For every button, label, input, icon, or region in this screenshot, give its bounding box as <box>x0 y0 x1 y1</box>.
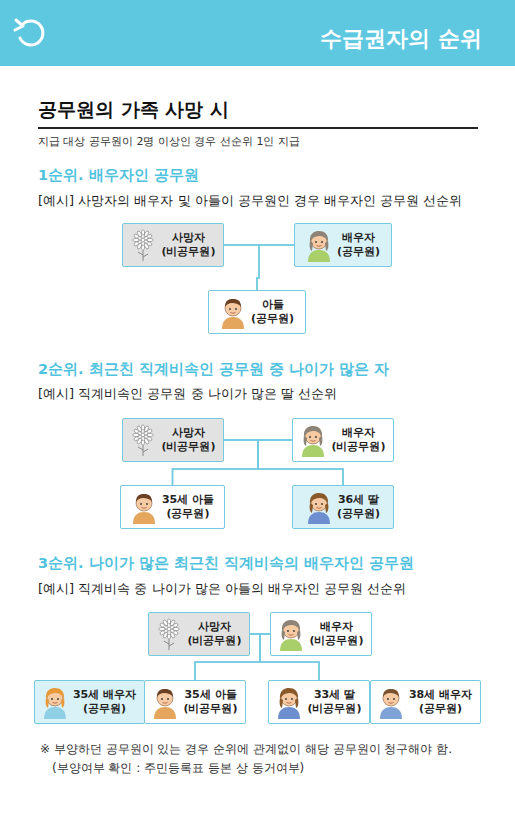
section-heading: 공무원의 가족 사망 시 <box>38 97 229 123</box>
flower-icon <box>129 423 157 457</box>
family-line <box>224 245 259 290</box>
box-label: 사망자 (비공무원) <box>186 620 243 649</box>
person-icon <box>41 685 69 719</box>
heading-rule <box>38 127 478 129</box>
flower-icon <box>129 228 157 262</box>
person-box: 사망자 (비공무원) <box>122 223 224 267</box>
person-box: 35세 배우자 (공무원) <box>34 680 145 724</box>
box-label: 36세 딸 (공무원) <box>336 493 382 522</box>
person-box: 배우자 (공무원) <box>294 223 392 267</box>
person-icon <box>299 423 327 457</box>
person-icon <box>219 295 247 329</box>
example-text: [예시] 사망자의 배우자 및 아들이 공무원인 경우 배우자인 공무원 선순위 <box>38 192 462 210</box>
person-icon <box>377 685 405 719</box>
person-box: 아들 (공무원) <box>208 290 306 334</box>
flower-icon <box>155 617 183 651</box>
person-box: 사망자 (비공무원) <box>148 612 250 656</box>
person-icon <box>151 685 179 719</box>
back-icon <box>12 16 52 52</box>
box-label: 33세 딸 (비공무원) <box>306 688 363 717</box>
person-icon <box>130 490 158 524</box>
person-box: 35세 아들 (비공무원) <box>144 680 246 724</box>
box-label: 배우자 (비공무원) <box>308 620 365 649</box>
rank-heading: 2순위. 최근친 직계비속인 공무원 중 나이가 많은 자 <box>38 360 389 379</box>
person-box: 배우자 (비공무원) <box>270 612 372 656</box>
box-label: 배우자 (비공무원) <box>330 426 387 455</box>
page-title: 수급권자의 순위 <box>320 24 482 54</box>
person-icon <box>305 490 333 524</box>
person-box: 35세 아들 (공무원) <box>120 485 225 529</box>
note-text: ※ 부양하던 공무원이 있는 경우 순위에 관계없이 해당 공무원이 청구해야 … <box>40 741 452 758</box>
box-label: 38세 배우자 (공무원) <box>408 688 474 717</box>
person-box: 36세 딸 (공무원) <box>292 485 394 529</box>
person-box: 배우자 (비공무원) <box>292 418 394 462</box>
box-label: 아들 (공무원) <box>250 298 296 327</box>
box-label: 사망자 (비공무원) <box>160 426 217 455</box>
example-text: [예시] 직계비속인 공무원 중 나이가 많은 딸 선순위 <box>38 385 337 403</box>
person-icon <box>305 228 333 262</box>
rank-heading: 1순위. 배우자인 공무원 <box>38 166 199 185</box>
rank-heading: 3순위. 나이가 많은 최근친 직계비속의 배우자인 공무원 <box>38 554 414 573</box>
box-label: 35세 아들 (공무원) <box>161 493 216 522</box>
box-label: 35세 배우자 (공무원) <box>72 688 138 717</box>
person-box: 33세 딸 (비공무원) <box>268 680 370 724</box>
box-label: 35세 아들 (비공무원) <box>182 688 239 717</box>
subtitle: 지급 대상 공무원이 2명 이상인 경우 선순위 1인 지급 <box>38 134 300 149</box>
person-icon <box>277 617 305 651</box>
example-text: [예시] 직계비속 중 나이가 많은 아들의 배우자인 공무원 선순위 <box>38 580 406 598</box>
box-label: 사망자 (비공무원) <box>160 231 217 260</box>
box-label: 배우자 (공무원) <box>336 231 382 260</box>
note-text: (부양여부 확인 : 주민등록표 등본 상 동거여부) <box>52 760 304 777</box>
family-line <box>257 245 294 290</box>
person-box: 38세 배우자 (공무원) <box>370 680 481 724</box>
person-box: 사망자 (비공무원) <box>122 418 224 462</box>
person-icon <box>275 685 303 719</box>
